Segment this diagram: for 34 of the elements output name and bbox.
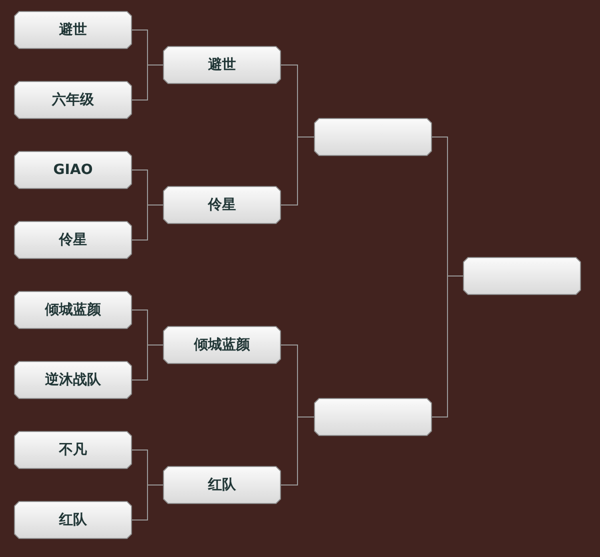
- empty-slot: [314, 118, 432, 156]
- team-name: 倾城蓝颜: [45, 301, 101, 319]
- team-box: [14, 501, 132, 539]
- bracket-line: [280, 416, 314, 486]
- empty-slot: [314, 398, 432, 436]
- team-box: [14, 81, 132, 119]
- team-box: [163, 186, 281, 224]
- team-box: [14, 11, 132, 49]
- team-name: 红队: [208, 476, 236, 494]
- bracket-line: [280, 136, 314, 206]
- bracket-line: [132, 64, 164, 100]
- team-name: 避世: [208, 56, 236, 74]
- team-name: 不凡: [59, 441, 87, 459]
- team-name: 红队: [59, 511, 87, 529]
- bracket-line: [132, 344, 164, 380]
- team-name: 伶星: [59, 231, 87, 249]
- bracket-line: [132, 204, 164, 240]
- team-name: 逆沐战队: [45, 371, 101, 389]
- team-box: [163, 46, 281, 84]
- team-box: [14, 221, 132, 259]
- team-name: 伶星: [208, 196, 236, 214]
- team-name: 避世: [59, 21, 87, 39]
- team-box: [163, 466, 281, 504]
- bracket-line: [432, 276, 464, 418]
- team-box: [163, 326, 281, 364]
- team-box: [14, 431, 132, 469]
- team-name: 六年级: [52, 91, 94, 109]
- team-box: [14, 291, 132, 329]
- empty-slot: [463, 257, 581, 295]
- team-box: [14, 151, 132, 189]
- team-name: 倾城蓝颜: [194, 336, 250, 354]
- bracket-line: [132, 484, 164, 520]
- team-name: GIAO: [53, 162, 93, 178]
- team-box: [14, 361, 132, 399]
